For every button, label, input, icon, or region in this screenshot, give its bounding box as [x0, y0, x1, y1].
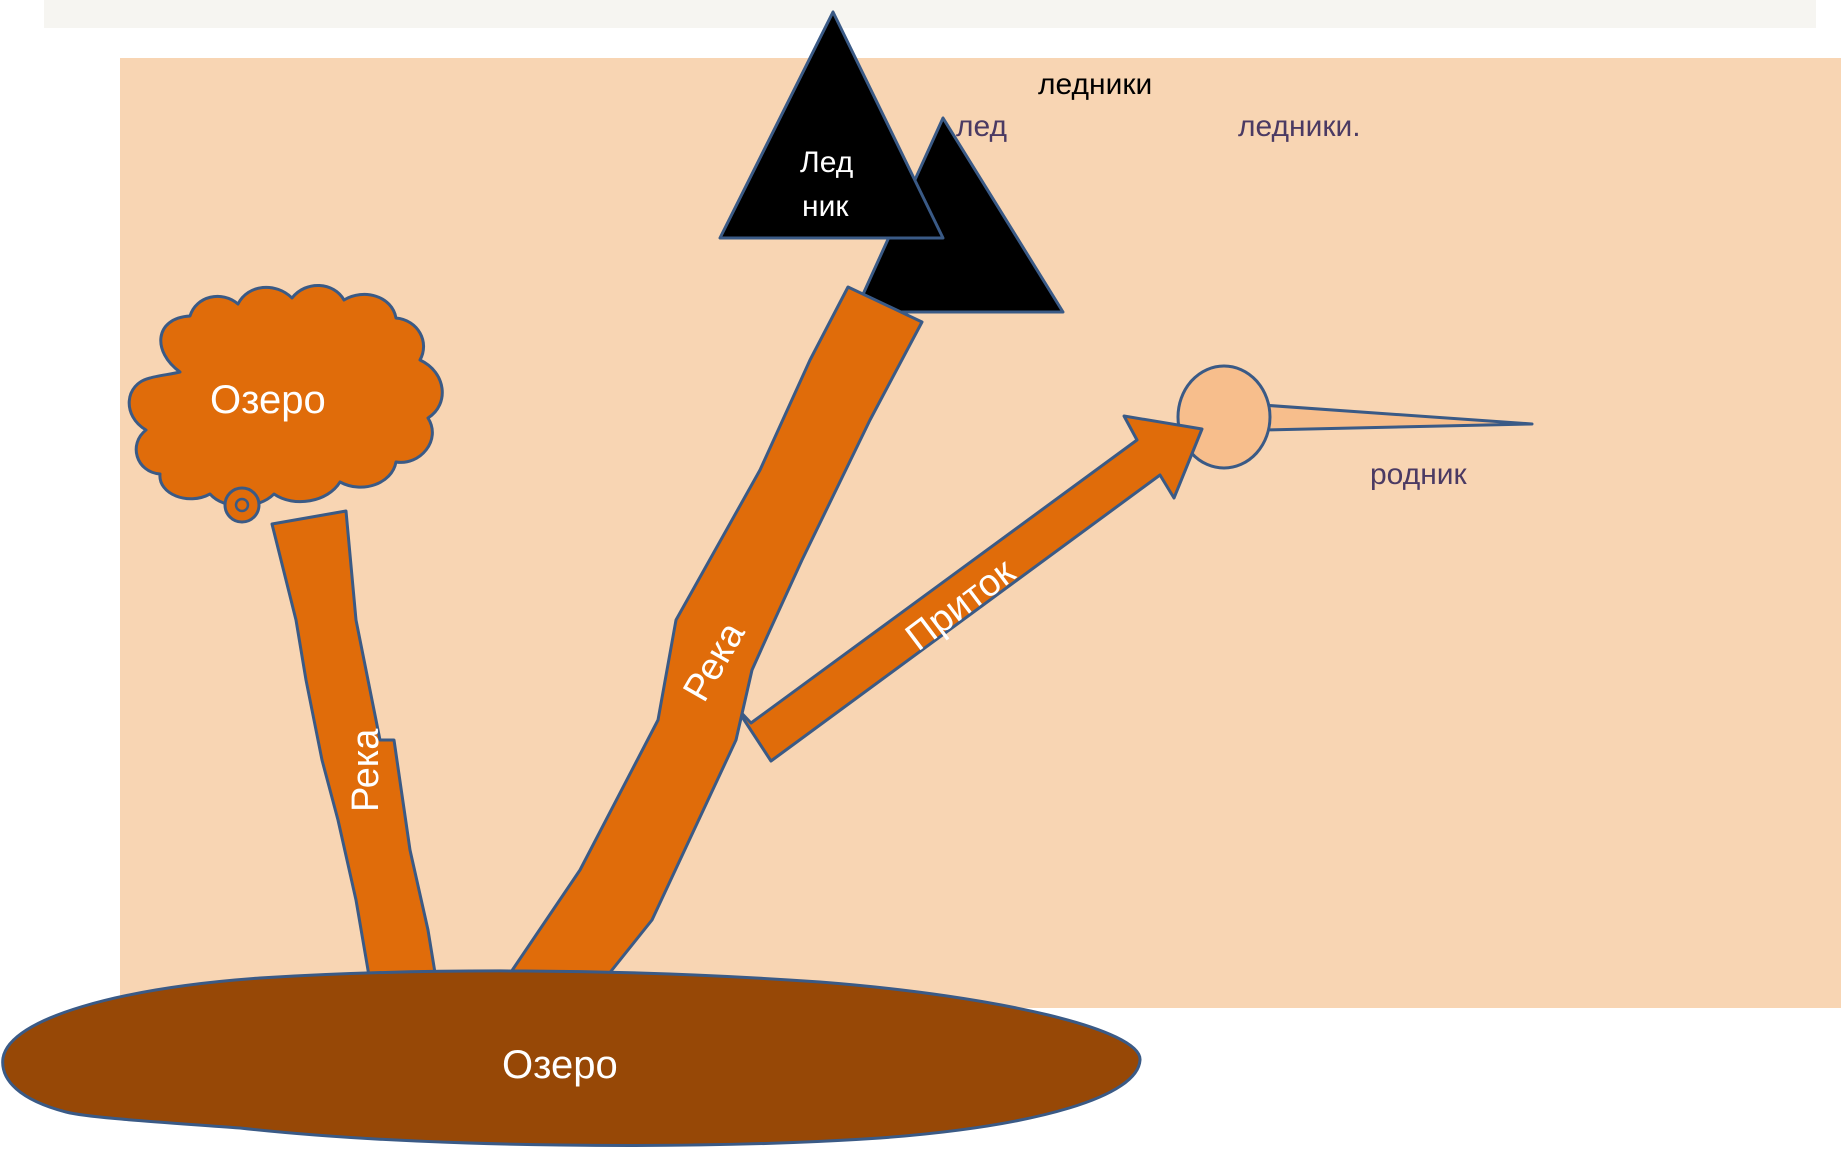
upper-lake-bubble-small — [234, 497, 250, 513]
glaciers-period-label: ледники. — [1238, 110, 1361, 143]
glacier-front-triangle — [718, 10, 945, 240]
spring-circle — [1176, 364, 1272, 470]
upper-lake-label: Озеро — [210, 378, 326, 422]
spring-callout-pointer — [1260, 403, 1534, 432]
lower-lake-label: Озеро — [502, 1043, 618, 1087]
upper-lake-cloud — [127, 284, 444, 508]
glacier-line2-label: ник — [802, 190, 849, 223]
glacier-partial-label: лед — [956, 110, 1007, 143]
river-left-label: Река — [345, 728, 387, 812]
top-strip — [44, 0, 1816, 28]
glacier-line1-label: Лед — [800, 146, 853, 179]
top-heading-label: ледники — [1038, 68, 1152, 101]
spring-label: родник — [1370, 458, 1468, 491]
tributary-arrow — [733, 414, 1204, 763]
river-center — [507, 285, 924, 1012]
lower-lake — [1, 969, 1142, 1147]
